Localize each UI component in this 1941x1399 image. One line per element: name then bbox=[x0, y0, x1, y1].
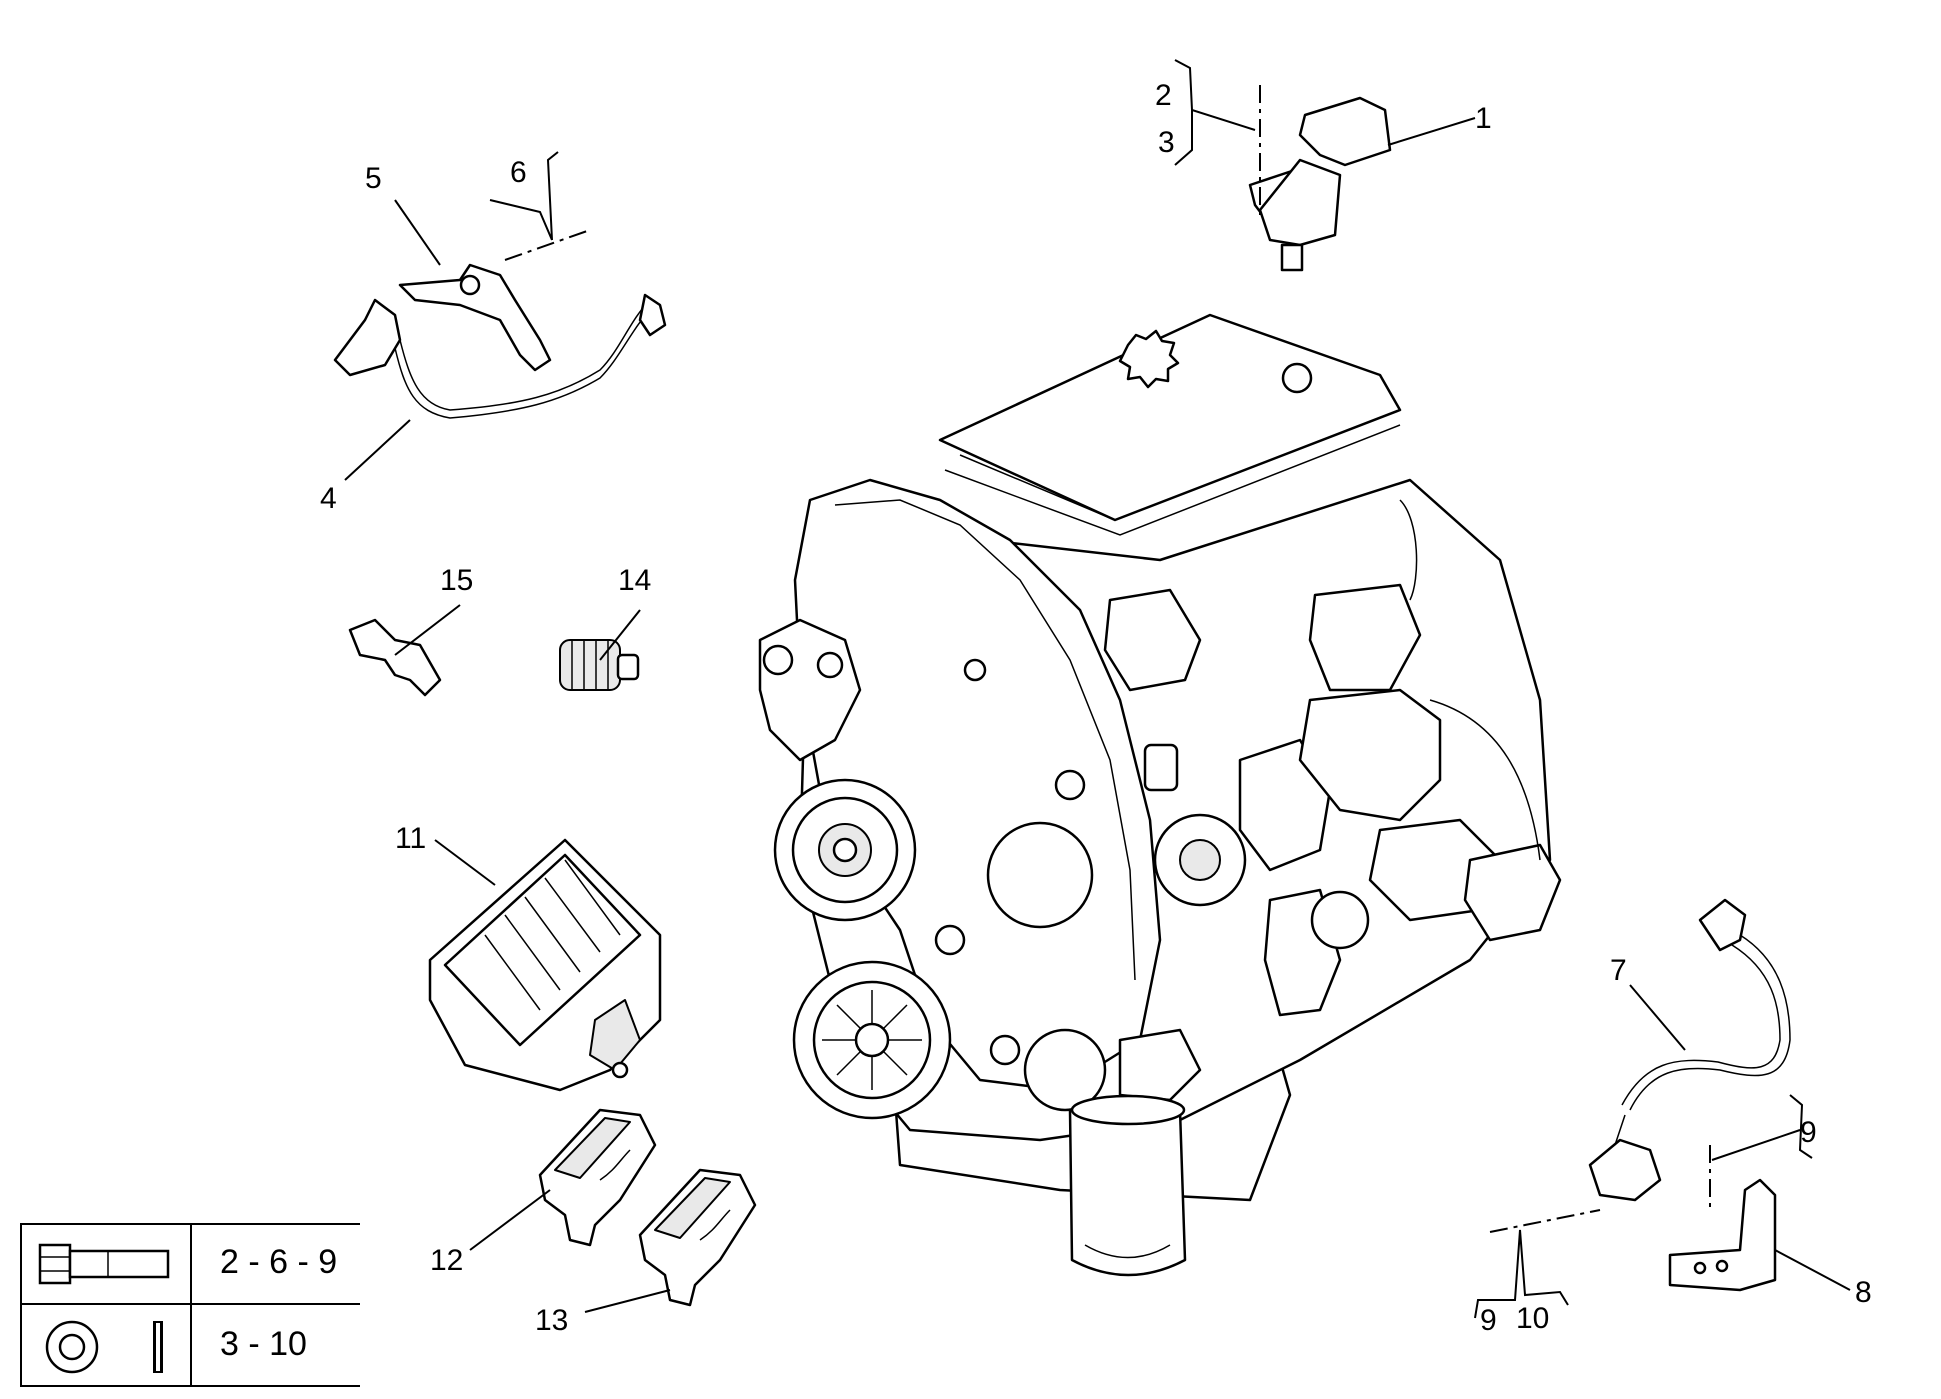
leader-line-12 bbox=[469, 1189, 551, 1251]
callout-13: 13 bbox=[535, 1304, 568, 1337]
legend-divider-vertical bbox=[190, 1223, 192, 1387]
fastener-legend: 2 - 6 - 9 3 - 10 bbox=[20, 1223, 360, 1387]
callout-1: 1 bbox=[1475, 102, 1492, 135]
leader-line-14 bbox=[599, 609, 641, 661]
bracket-9b-10 bbox=[1474, 1229, 1569, 1319]
centerline-9-horizontal bbox=[1489, 1209, 1601, 1233]
ecu-part-11 bbox=[428, 838, 662, 1092]
leader-line-1 bbox=[1387, 117, 1476, 146]
washer-icon bbox=[45, 1320, 163, 1374]
callout-6: 6 bbox=[510, 156, 527, 189]
callout-5: 5 bbox=[365, 162, 382, 195]
bracket-9a bbox=[1711, 1094, 1813, 1161]
legend-divider-horizontal bbox=[20, 1303, 360, 1305]
centerline-6 bbox=[504, 229, 591, 261]
legend-parts-washer: 3 - 10 bbox=[220, 1325, 307, 1363]
callout-8: 8 bbox=[1855, 1276, 1872, 1309]
leader-line-11 bbox=[434, 839, 496, 886]
callout-14: 14 bbox=[618, 564, 651, 597]
sensor-part-4 bbox=[333, 293, 667, 419]
bracket-2-3 bbox=[1174, 59, 1256, 166]
clip-part-15 bbox=[348, 618, 442, 697]
callout-9b: 9 bbox=[1480, 1304, 1497, 1337]
callout-10: 10 bbox=[1516, 1302, 1549, 1335]
engine-assembly bbox=[758, 313, 1562, 1277]
leader-line-7 bbox=[1629, 984, 1686, 1051]
callout-15: 15 bbox=[440, 564, 473, 597]
legend-parts-bolt: 2 - 6 - 9 bbox=[220, 1243, 338, 1281]
leader-line-8 bbox=[1774, 1249, 1851, 1291]
connector-part-13 bbox=[638, 1168, 757, 1307]
leader-line-5 bbox=[394, 199, 441, 266]
callout-2: 2 bbox=[1155, 79, 1172, 112]
callout-11: 11 bbox=[395, 822, 426, 855]
callout-7: 7 bbox=[1610, 954, 1627, 987]
callout-3: 3 bbox=[1158, 126, 1175, 159]
bolt-icon bbox=[38, 1243, 170, 1285]
connector-part-14 bbox=[559, 639, 640, 691]
leader-line-13 bbox=[584, 1289, 671, 1313]
callout-4: 4 bbox=[320, 482, 337, 515]
bracket-6 bbox=[489, 151, 559, 241]
callout-12: 12 bbox=[430, 1244, 463, 1277]
sensor-part-1 bbox=[1248, 96, 1392, 272]
leader-line-4 bbox=[344, 419, 411, 481]
sensor-part-7 bbox=[1588, 898, 1791, 1202]
leader-line-15 bbox=[394, 604, 461, 656]
callout-9a: 9 bbox=[1800, 1116, 1817, 1149]
bracket-part-8 bbox=[1668, 1178, 1777, 1292]
connector-part-12 bbox=[538, 1108, 657, 1247]
bracket-part-5 bbox=[398, 263, 552, 372]
